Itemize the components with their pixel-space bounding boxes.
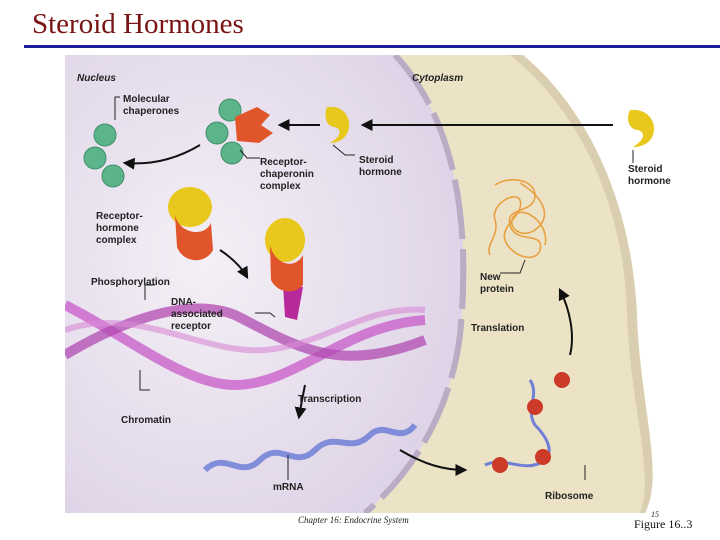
chromatin-label: Chromatin [121,415,171,426]
slide-title: Steroid Hormones [32,8,244,40]
figure-reference: Figure 16..3 [634,517,693,531]
footer-chapter: Chapter 16: Endocrine System [298,515,409,525]
outside-cell [523,55,720,513]
mrna-label: mRNA [273,482,304,493]
title-underline [24,45,720,48]
arrow-transcription [294,384,307,420]
chromatin-helix [65,300,427,391]
leader-lines [114,96,634,480]
page-number: 15 [651,510,659,519]
translation-label: Translation [471,323,524,334]
nucleus-label: Nucleus [77,73,116,84]
nucleus-area [65,55,464,513]
ribosome-chain [484,372,570,473]
molecular-chaperones-free [83,123,125,188]
arrow-translation [558,287,573,356]
mrna-strand [202,422,418,473]
dna-associated-receptor [265,218,305,320]
transcription-label: Transcription [298,394,361,405]
arrow-chaperone-release [122,144,201,170]
phosphorylation-label: Phosphorylation [91,277,170,288]
steroid-hormone-diagram: Nucleus Cytoplasm [65,55,720,513]
arrow-phosphorylation [219,249,249,280]
receptor-hormone-complex [168,187,213,261]
cytoplasm-label: Cytoplasm [412,73,463,84]
receptor-chaperonin-complex [205,98,273,165]
new-protein [488,179,547,259]
steroid-hormone-outer [627,109,655,147]
arrow-mrna-export [399,449,468,476]
steroid-hormone-inner [325,106,350,143]
ribosome-label: Ribosome [545,491,594,502]
